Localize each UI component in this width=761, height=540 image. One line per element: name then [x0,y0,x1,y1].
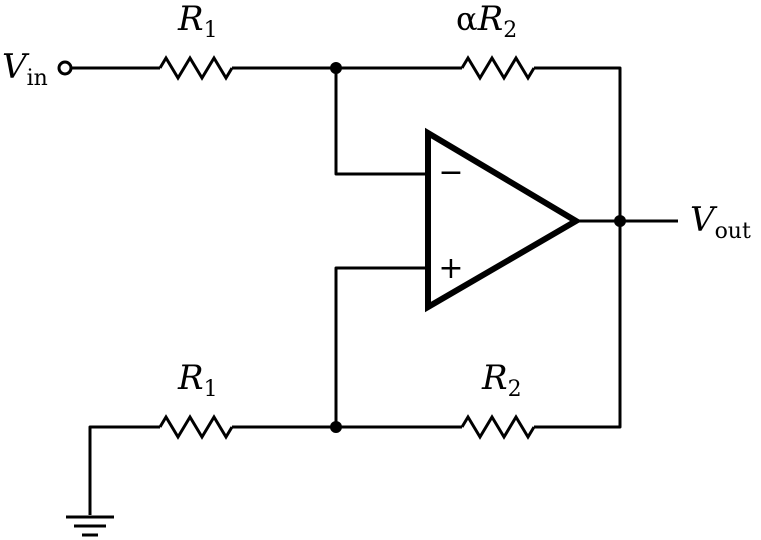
resistor-r1-bottom [158,414,234,440]
resistor-r2-bottom [460,414,536,440]
wire-right-rail [534,66,622,429]
label-vout: Vout [690,200,751,244]
label-alpha-r2-top: αR2 [456,0,517,43]
opamp-inverting-sign: − [438,155,463,190]
label-vin: Vin [2,47,48,91]
opamp [425,127,582,313]
junction-dot-icon [614,215,626,227]
label-r2-bottom: R2 [481,358,522,402]
wire-noninverting-input [334,266,428,427]
ground-icon [66,515,114,537]
junction-dot-icon [330,62,342,74]
wire-ground-r1 [88,425,160,515]
opamp-noninverting-sign: + [438,251,463,286]
resistor-alpha-r2-top [460,55,536,81]
label-r1-top: R1 [177,0,218,43]
wire-inverting-input [334,68,428,176]
junction-dot-icon [330,421,342,433]
label-r1-bottom: R1 [177,358,218,402]
resistor-r1-top [158,55,234,81]
input-terminal-icon [57,60,73,76]
